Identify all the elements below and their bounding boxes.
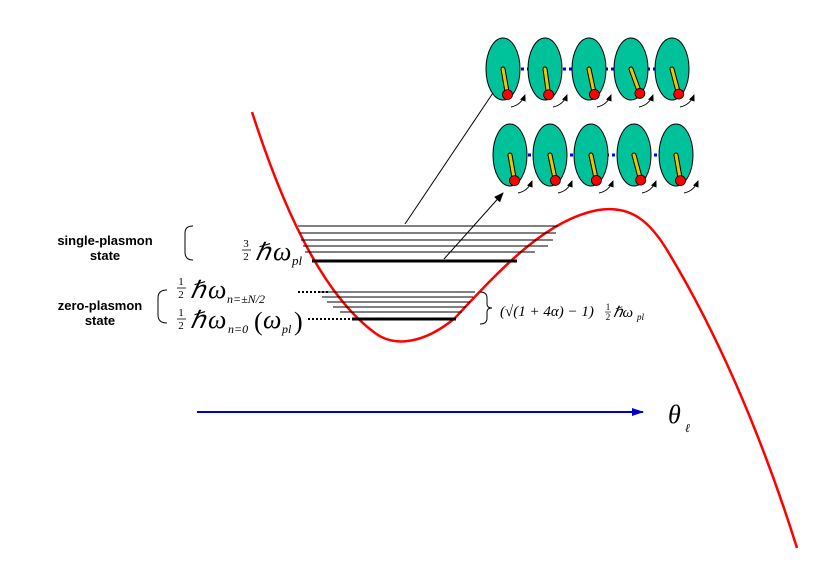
formula-zero-bottom: 1 2 ℏ ω n=0 ( ω pl ) [177,305,303,336]
svg-text:1: 1 [178,307,184,319]
svg-text:ω: ω [208,275,226,304]
chain-bottom [492,123,699,194]
molecule [532,123,573,194]
gap-brace [479,291,493,325]
zero-plasmon-label: zero-plasmon state [57,298,143,328]
svg-text:2: 2 [178,320,184,332]
svg-text:2: 2 [178,289,184,301]
arrow-to-bottom-chain [443,192,504,260]
theta-label: θ ℓ [668,400,690,435]
dipole-dot [502,89,513,101]
single-plasmon-levels [298,225,558,253]
dipole-dot [589,89,600,100]
svg-text:ℏω: ℏω [613,305,633,321]
dipole-dot [591,175,602,186]
chain-top [485,37,695,108]
molecule [616,123,657,194]
svg-text:pl: pl [281,322,292,336]
dipole-dot [634,88,646,99]
arrow-to-top-chain [404,77,504,225]
rotation-arrow [596,94,612,108]
rotation-arrow [641,180,657,194]
svg-text:ℏ: ℏ [190,308,207,334]
formula-gap: (√(1 + 4α) − 1) 1 2 ℏω pl [500,302,645,322]
rotation-arrow [557,180,573,194]
rotation-arrow [683,180,699,194]
dipole-dot [635,174,647,186]
formula-single-plasmon: 3 2 ℏ ω pl [242,237,303,268]
svg-text:2: 2 [606,312,611,322]
single-plasmon-label: single-plasmon state [57,233,153,263]
svg-text:θ: θ [668,400,681,429]
svg-text:2: 2 [243,251,249,263]
molecule [654,37,695,108]
svg-text:n=0: n=0 [228,322,248,336]
svg-text:1: 1 [606,302,611,312]
svg-text:ℓ: ℓ [685,421,690,435]
svg-text:ω: ω [263,305,281,334]
dipole-dot [509,175,520,187]
dipole-dot [550,175,561,186]
dipole-dot [675,175,686,187]
svg-text:ℏ: ℏ [255,240,272,266]
rotation-arrow [517,180,533,194]
svg-text:ω: ω [273,237,291,266]
svg-text:pl: pl [291,253,303,268]
svg-text:pl: pl [636,312,645,322]
svg-text:(√(1 + 4α) − 1): (√(1 + 4α) − 1) [500,304,594,320]
zero-plasmon-levels [318,291,475,313]
rotation-arrow [598,180,614,194]
potential-curve [250,111,799,549]
molecule [492,123,533,194]
molecule [571,37,612,108]
formula-zero-top: 1 2 ℏ ω n=±N/2 [177,275,265,306]
svg-text:1: 1 [178,276,184,288]
rotation-arrow [510,94,526,108]
molecule [527,37,568,108]
svg-text:3: 3 [243,238,249,250]
rotation-arrow [552,94,568,108]
molecule [658,123,699,194]
dipole-dot [543,89,555,101]
rotation-arrow [679,94,695,108]
svg-text:ℏ: ℏ [190,278,207,304]
rotation-arrow [638,94,654,108]
dipole-dot [673,88,685,100]
molecule [573,123,614,194]
svg-text:): ) [294,307,303,336]
single-bracket [184,225,194,261]
molecule [485,37,526,108]
svg-text:(: ( [254,307,263,336]
svg-text:ω: ω [208,305,226,334]
svg-text:n=±N/2: n=±N/2 [227,292,265,306]
zero-bracket [157,289,168,324]
molecule [613,37,654,108]
